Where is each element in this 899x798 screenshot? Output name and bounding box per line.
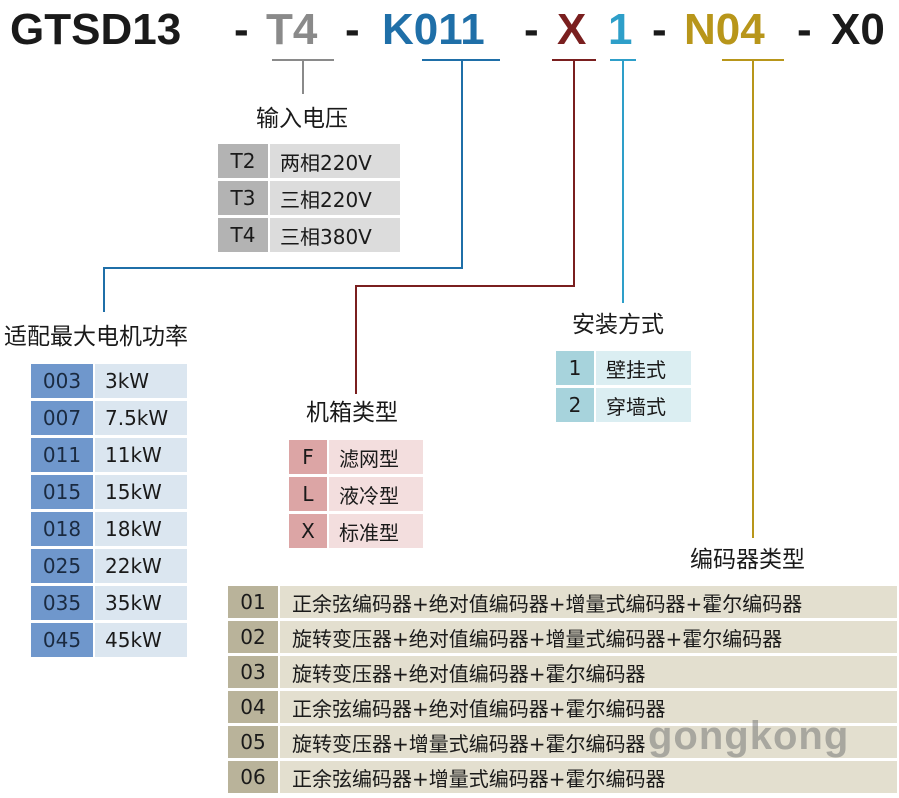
encoder-code: 02 [228, 621, 278, 653]
power-code: 035 [31, 586, 93, 620]
code-separator: - [524, 5, 539, 54]
cabinet-code: L [289, 477, 327, 511]
encoder-table: 01 正余弦编码器+绝对值编码器+增量式编码器+霍尔编码器 02 旋转变压器+绝… [228, 586, 897, 796]
table-row: 03 旋转变压器+绝对值编码器+霍尔编码器 [228, 656, 897, 688]
encoder-title: 编码器类型 [690, 547, 805, 573]
table-row: 01 正余弦编码器+绝对值编码器+增量式编码器+霍尔编码器 [228, 586, 897, 618]
table-row: 015 15kW [31, 475, 187, 509]
cabinet-code: F [289, 440, 327, 474]
power-code: 011 [31, 438, 93, 472]
table-row: 035 35kW [31, 586, 187, 620]
cabinet-value: 液冷型 [329, 477, 423, 511]
cabinet-code: X [289, 514, 327, 548]
voltage-connector [272, 59, 334, 94]
mount-code: 2 [556, 388, 594, 422]
power-table: 003 3kW 007 7.5kW 011 11kW 015 15kW 018 … [31, 364, 187, 657]
mount-table: 1 壁挂式 2 穿墙式 [556, 351, 691, 422]
table-row: 003 3kW [31, 364, 187, 398]
encoder-value: 旋转变压器+绝对值编码器+霍尔编码器 [280, 656, 897, 688]
table-row: 025 22kW [31, 549, 187, 583]
encoder-code: 04 [228, 691, 278, 723]
encoder-value: 正余弦编码器+绝对值编码器+增量式编码器+霍尔编码器 [280, 586, 897, 618]
table-row: X 标准型 [289, 514, 423, 548]
power-value: 45kW [95, 623, 187, 657]
mount-title: 安装方式 [572, 312, 664, 338]
power-value: 18kW [95, 512, 187, 546]
power-code: 003 [31, 364, 93, 398]
voltage-value: 两相220V [270, 144, 400, 178]
table-row: 2 穿墙式 [556, 388, 691, 422]
voltage-value: 三相380V [270, 218, 400, 252]
encoder-code: 06 [228, 761, 278, 793]
power-connector [103, 59, 500, 312]
table-row: 045 45kW [31, 623, 187, 657]
code-separator: - [234, 5, 249, 54]
cabinet-value: 标准型 [329, 514, 423, 548]
table-row: 06 正余弦编码器+增量式编码器+霍尔编码器 [228, 761, 897, 793]
power-value: 35kW [95, 586, 187, 620]
power-code: 045 [31, 623, 93, 657]
power-value: 7.5kW [95, 401, 187, 435]
encoder-code: 03 [228, 656, 278, 688]
table-row: 011 11kW [31, 438, 187, 472]
code-encoder: N04 [684, 5, 765, 54]
code-voltage: T4 [266, 5, 318, 54]
encoder-code: 05 [228, 726, 278, 758]
code-series: GTSD13 [10, 5, 182, 54]
mount-code: 1 [556, 351, 594, 385]
encoder-connector [722, 59, 784, 538]
power-value: 22kW [95, 549, 187, 583]
voltage-code: T4 [218, 218, 268, 252]
voltage-code: T2 [218, 144, 268, 178]
code-separator: - [797, 5, 812, 54]
power-code: 015 [31, 475, 93, 509]
power-code: 018 [31, 512, 93, 546]
encoder-value: 旋转变压器+绝对值编码器+增量式编码器+霍尔编码器 [280, 621, 897, 653]
table-row: 02 旋转变压器+绝对值编码器+增量式编码器+霍尔编码器 [228, 621, 897, 653]
encoder-value: 正余弦编码器+绝对值编码器+霍尔编码器 [280, 691, 897, 723]
cabinet-table: F 滤网型 L 液冷型 X 标准型 [289, 440, 423, 548]
voltage-title: 输入电压 [256, 106, 348, 132]
table-row: 007 7.5kW [31, 401, 187, 435]
power-title: 适配最大电机功率 [4, 324, 188, 350]
table-row: F 滤网型 [289, 440, 423, 474]
table-row: T3 三相220V [218, 181, 400, 215]
cabinet-value: 滤网型 [329, 440, 423, 474]
mount-connector [610, 59, 636, 303]
power-code: 025 [31, 549, 93, 583]
code-separator: - [345, 5, 360, 54]
voltage-code: T3 [218, 181, 268, 215]
power-value: 15kW [95, 475, 187, 509]
voltage-table: T2 两相220V T3 三相220V T4 三相380V [218, 144, 400, 252]
encoder-value: 旋转变压器+增量式编码器+霍尔编码器 [280, 726, 897, 758]
power-code: 007 [31, 401, 93, 435]
encoder-code: 01 [228, 586, 278, 618]
table-row: T2 两相220V [218, 144, 400, 178]
mount-value: 壁挂式 [596, 351, 691, 385]
table-row: 018 18kW [31, 512, 187, 546]
table-row: T4 三相380V [218, 218, 400, 252]
table-row: 05 旋转变压器+增量式编码器+霍尔编码器 [228, 726, 897, 758]
encoder-value: 正余弦编码器+增量式编码器+霍尔编码器 [280, 761, 897, 793]
code-separator: - [652, 5, 667, 54]
table-row: L 液冷型 [289, 477, 423, 511]
mount-value: 穿墙式 [596, 388, 691, 422]
power-value: 3kW [95, 364, 187, 398]
power-value: 11kW [95, 438, 187, 472]
code-mount: 1 [608, 5, 633, 54]
table-row: 1 壁挂式 [556, 351, 691, 385]
code-power: K011 [382, 5, 485, 54]
table-row: 04 正余弦编码器+绝对值编码器+霍尔编码器 [228, 691, 897, 723]
cabinet-title: 机箱类型 [306, 400, 398, 426]
watermark: gongkong [648, 714, 850, 758]
voltage-value: 三相220V [270, 181, 400, 215]
cabinet-connector [355, 59, 596, 394]
code-cabinet: X [557, 5, 587, 54]
code-suffix: X0 [831, 5, 885, 54]
